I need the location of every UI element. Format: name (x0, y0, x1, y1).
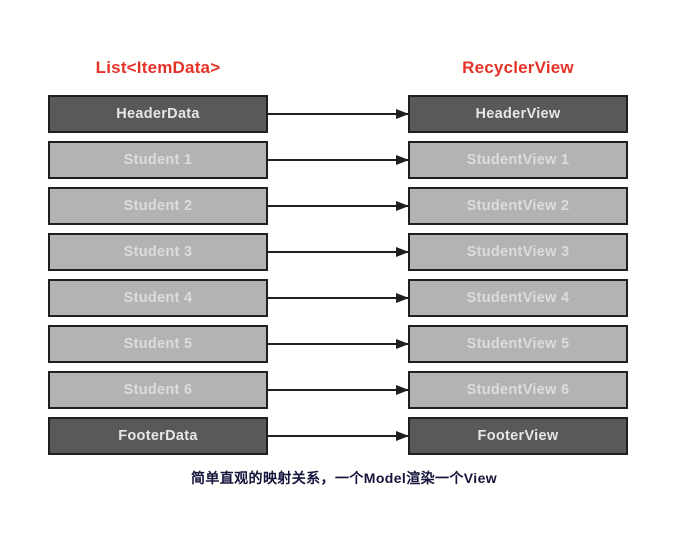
right-column-title: RecyclerView (462, 58, 574, 77)
mapping-row: Student 1 StudentView 1 (0, 141, 688, 179)
mapping-row: Student 3 StudentView 3 (0, 233, 688, 271)
mapping-row: Student 6 StudentView 6 (0, 371, 688, 409)
view-box[interactable]: StudentView 1 (408, 141, 628, 179)
view-box[interactable]: StudentView 5 (408, 325, 628, 363)
view-box[interactable]: StudentView 3 (408, 233, 628, 271)
view-box[interactable]: FooterView (408, 417, 628, 455)
mapping-arrow-icon (268, 385, 409, 395)
model-box[interactable]: Student 2 (48, 187, 268, 225)
model-box[interactable]: Student 6 (48, 371, 268, 409)
mapping-arrow-icon (268, 155, 409, 165)
mapping-row: Student 5 StudentView 5 (0, 325, 688, 363)
model-box[interactable]: HeaderData (48, 95, 268, 133)
mapping-arrow-icon (268, 339, 409, 349)
view-box[interactable]: StudentView 4 (408, 279, 628, 317)
mapping-arrow-icon (268, 109, 409, 119)
model-box[interactable]: Student 4 (48, 279, 268, 317)
view-box[interactable]: HeaderView (408, 95, 628, 133)
mapping-row: Student 2 StudentView 2 (0, 187, 688, 225)
model-box[interactable]: Student 1 (48, 141, 268, 179)
mapping-row: Student 4 StudentView 4 (0, 279, 688, 317)
view-box[interactable]: StudentView 6 (408, 371, 628, 409)
model-box[interactable]: FooterData (48, 417, 268, 455)
model-box[interactable]: Student 5 (48, 325, 268, 363)
mapping-arrow-icon (268, 431, 409, 441)
view-box[interactable]: StudentView 2 (408, 187, 628, 225)
mapping-arrow-icon (268, 201, 409, 211)
mapping-arrow-icon (268, 293, 409, 303)
mapping-arrow-icon (268, 247, 409, 257)
diagram-caption: 简单直观的映射关系，一个Model渲染一个View (190, 470, 498, 486)
mapping-row: HeaderData HeaderView (0, 95, 688, 133)
model-box[interactable]: Student 3 (48, 233, 268, 271)
mapping-row: FooterData FooterView (0, 417, 688, 455)
left-column-title: List<ItemData> (95, 58, 221, 77)
